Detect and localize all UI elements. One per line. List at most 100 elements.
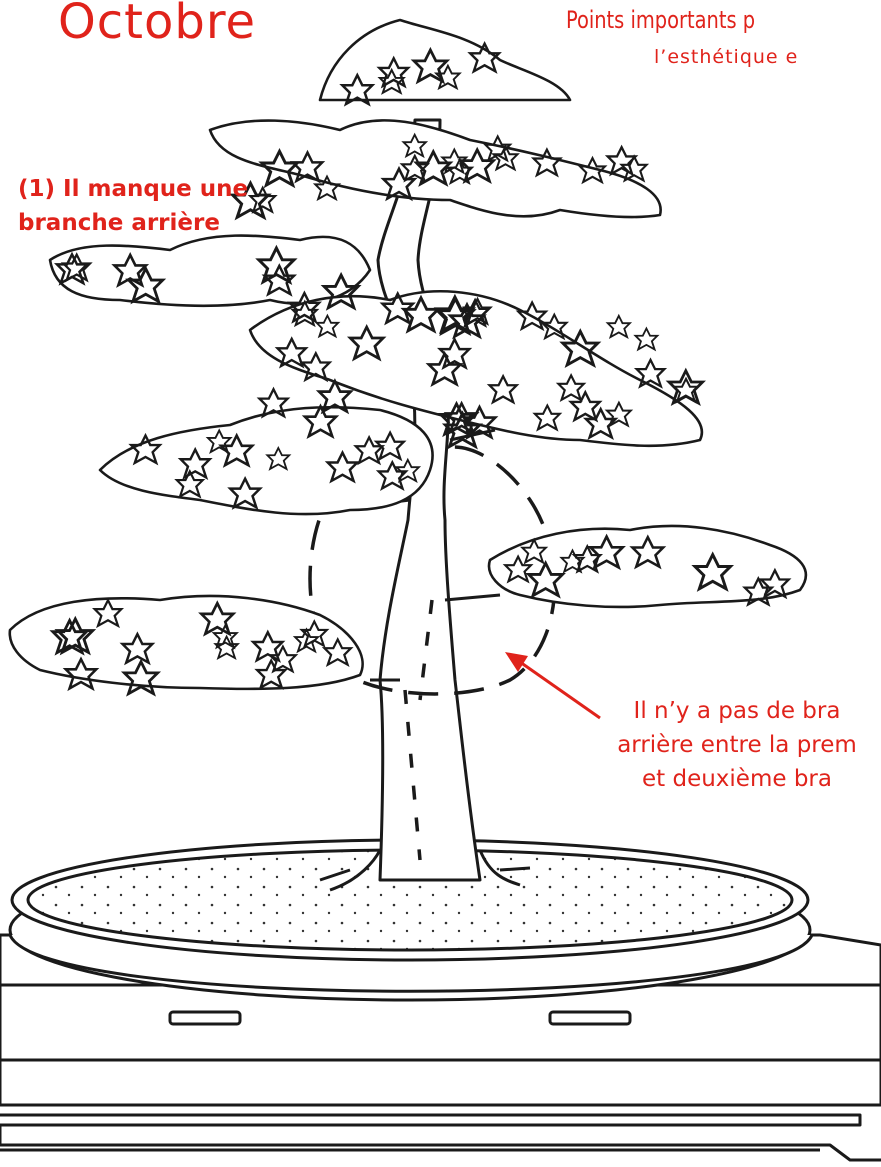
leaf-icon	[413, 148, 454, 187]
leaf-icon	[62, 656, 100, 692]
leaf-icon	[346, 323, 387, 362]
leaf-icon	[582, 406, 619, 441]
leaf-icon	[54, 615, 97, 656]
leaf-icon	[605, 313, 633, 339]
leaf-icon	[299, 350, 333, 383]
leaf-icon	[177, 446, 213, 480]
leaf-icon	[532, 403, 563, 432]
leaf-icon	[460, 404, 499, 440]
leaf-icon	[629, 534, 667, 570]
leaf-icon	[555, 373, 587, 403]
leaf-icon	[267, 644, 299, 674]
leaf-icon	[539, 312, 570, 341]
leaf-icon	[314, 313, 341, 339]
leaf-icon	[519, 537, 549, 565]
leaf-icon	[482, 134, 513, 163]
leaf-icon	[320, 271, 362, 311]
leaf-icon	[394, 457, 422, 483]
leaf-icon	[742, 576, 775, 607]
leaf-icon	[691, 551, 735, 592]
leaf-icon	[119, 631, 156, 666]
leaf-icon	[457, 146, 497, 184]
leaf-icon	[321, 636, 354, 668]
leaf-icon	[53, 251, 91, 286]
leaf-icon	[440, 147, 469, 175]
leaf-icon	[324, 449, 361, 484]
leaf-icon	[619, 154, 650, 183]
annotation-no-back-branch: Il n’y a pas de bra arrière entre la pre…	[587, 694, 881, 796]
annotation-line: arrière entre la prem	[617, 732, 857, 758]
leaf-icon	[339, 72, 376, 107]
leaf-icon	[128, 432, 163, 466]
leaf-icon	[633, 357, 668, 389]
leaf-icon	[530, 147, 563, 178]
leaf-icon	[274, 336, 309, 369]
bonsai-pot	[8, 838, 814, 1026]
leaf-icon	[292, 627, 321, 654]
leaf-icon	[286, 290, 322, 324]
leaf-icon	[433, 293, 477, 335]
leaf-icon	[568, 389, 603, 423]
leaf-icon	[525, 560, 566, 599]
leaf-icon	[120, 658, 162, 697]
annotation-missing-back-branch: (1) Il manque une branche arrière	[18, 172, 308, 240]
leaf-icon	[299, 619, 330, 648]
foliage-pad-middle	[248, 290, 704, 448]
leaf-icon	[577, 155, 608, 185]
leaf-icon	[376, 55, 411, 89]
leaf-icon	[375, 459, 409, 491]
leaf-icon	[587, 533, 626, 571]
leaf-icon	[380, 165, 418, 202]
leaf-icon	[289, 149, 326, 184]
leaf-icon	[227, 475, 263, 510]
leaf-icon	[261, 263, 298, 297]
leaf-icon	[559, 328, 602, 369]
leaf-icon	[486, 373, 520, 405]
leaf-icon	[410, 46, 451, 85]
highlight-circle	[308, 445, 557, 861]
leaf-icon	[92, 597, 124, 629]
annotation-line: branche arrière	[18, 210, 220, 236]
leaf-icon	[255, 244, 298, 285]
leaf-icon	[437, 336, 473, 371]
header-subtitle: l’esthétique e	[654, 46, 799, 68]
foliage-pad-upper-left	[48, 234, 372, 308]
leaf-icon	[633, 326, 660, 352]
annotation-line: (1) Il manque une	[18, 176, 249, 202]
leaf-icon	[379, 290, 416, 326]
leaf-icon	[373, 430, 407, 462]
leaf-icon	[467, 41, 502, 74]
leaf-icon	[254, 658, 289, 691]
leaf-icon	[301, 403, 340, 439]
leaf-icon	[758, 567, 792, 600]
leaf-icon	[502, 554, 534, 584]
leaf-icon	[205, 428, 233, 455]
leaf-icon	[229, 179, 272, 221]
leaf-icon	[265, 445, 292, 471]
leaf-icon	[290, 299, 320, 328]
leaf-icon	[312, 174, 342, 202]
leaf-markers	[49, 41, 792, 697]
annotation-line: et deuxième bra	[642, 766, 832, 792]
header-title: Points importants p	[566, 6, 756, 34]
annotation-line: Il n’y a pas de bra	[633, 698, 841, 724]
leaf-icon	[377, 67, 406, 95]
leaf-icon	[399, 153, 431, 183]
leaf-icon	[315, 378, 354, 415]
leaf-icon	[604, 144, 639, 177]
leaf-icon	[401, 132, 429, 159]
leaf-icon	[559, 548, 586, 574]
page-title: Octobre	[58, 0, 257, 50]
leaf-icon	[441, 410, 484, 450]
leaf-icon	[256, 386, 291, 419]
leaf-icon	[571, 543, 604, 574]
foliage-pad-upper-right	[208, 119, 662, 219]
leaf-icon	[198, 600, 237, 637]
leaf-icon	[211, 623, 239, 650]
annotation-arrow	[505, 652, 601, 720]
leaf-icon	[515, 299, 549, 332]
leaf-icon	[671, 376, 701, 404]
leaf-icon	[111, 252, 150, 288]
leaf-icon	[425, 350, 464, 388]
